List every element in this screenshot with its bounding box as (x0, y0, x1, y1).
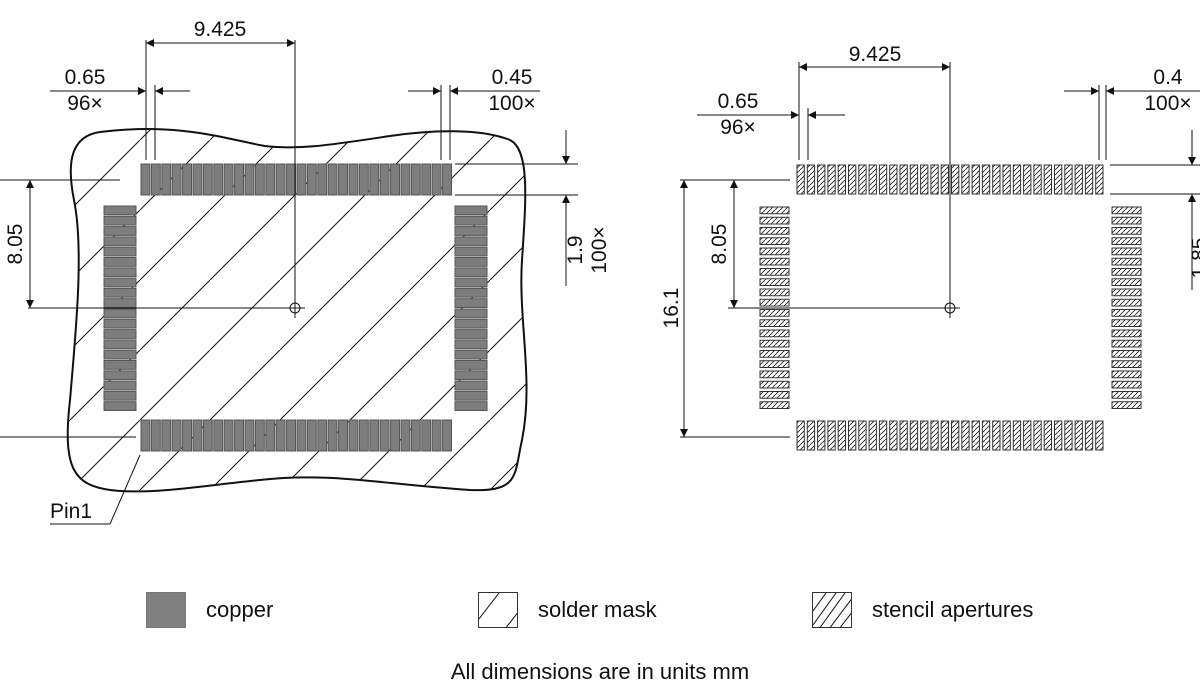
legend-label-stencil: stencil apertures (872, 597, 1034, 622)
right-stencil-pattern: 9.425 0.65 96× 0.4 100× 1.85 100× 8.05 (660, 43, 1200, 451)
legend-label-copper: copper (206, 597, 274, 622)
units-note: All dimensions are in units mm (450, 659, 750, 684)
dim-aperture-width: 0.4 (1153, 66, 1183, 89)
solder-mask-swatch-icon (478, 592, 518, 628)
stencil-aperture-column-right (1111, 206, 1142, 409)
copper-swatch-icon (146, 592, 186, 628)
dim-pitch-count-stencil: 96× (720, 116, 756, 139)
legend-label-solder-mask: solder mask (538, 597, 657, 622)
dim-pad-length-count: 100× (588, 226, 611, 273)
center-crosshair-icon (285, 298, 305, 318)
stencil-aperture-row-top (796, 164, 1104, 195)
dim-center-offset-x-stencil: 9.425 (849, 43, 902, 66)
stencil-aperture-column-left (759, 206, 790, 409)
dim-pad-width-count: 100× (488, 92, 535, 115)
legend-stencil: stencil apertures (812, 592, 1033, 628)
stencil-aperture-row-bottom (796, 420, 1104, 451)
left-land-pattern: 9.425 0.65 96× 0.45 100× 1.9 100× 8.05 (0, 18, 611, 525)
legend-copper: copper (146, 592, 273, 628)
dim-pad-width: 0.45 (492, 66, 533, 89)
dim-pad-length: 1.9 (564, 235, 587, 264)
dim-pitch-count: 96× (67, 92, 103, 115)
stencil-swatch-icon (812, 592, 852, 628)
copper-pad-row-top (140, 163, 453, 196)
legend-solder-mask: solder mask (478, 592, 657, 628)
solder-mask-outline (66, 128, 528, 493)
dim-center-offset-y-stencil: 8.05 (708, 224, 731, 265)
dim-pitch-stencil: 0.65 (718, 90, 759, 113)
dim-center-offset-x: 9.425 (194, 18, 247, 41)
dim-aperture-length: 1.85 (1188, 238, 1200, 279)
dim-pitch: 0.65 (65, 66, 106, 89)
copper-pad-row-bottom (140, 419, 453, 452)
dim-overall-height: 16.1 (660, 288, 683, 329)
dim-aperture-width-count: 100× (1144, 92, 1191, 115)
pin1-label: Pin1 (50, 500, 92, 523)
center-crosshair-icon (940, 298, 960, 318)
copper-pad-column-right (454, 205, 488, 412)
dim-center-offset-y: 8.05 (4, 224, 27, 265)
